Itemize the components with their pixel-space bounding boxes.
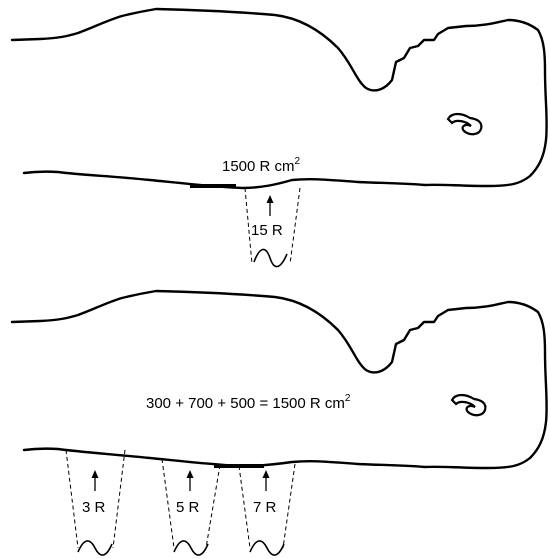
irradiation-field: 15 R [245,188,300,267]
detector-wave-icon [174,541,208,555]
beam-edge-right [113,450,125,548]
arrowhead-icon [267,195,274,203]
arrowhead-icon [92,470,99,478]
beam-edge-right [206,465,220,548]
dose-area-product-label: 300 + 700 + 500 = 1500 R cm2 [146,393,351,412]
bottom-panel: 300 + 700 + 500 = 1500 R cm2 3 R 5 R 7 R [12,291,547,555]
beam-edge-right [290,188,300,264]
detector-wave-icon [250,541,284,555]
arrowhead-icon [187,470,194,478]
dose-area-product-label: 1500 R cm2 [222,156,301,175]
beam-edge-left [66,450,78,548]
ear-outline [452,395,485,415]
irradiation-field: 5 R [162,459,220,555]
irradiation-field: 3 R [66,450,125,555]
beam-edge-left [239,466,250,548]
beam-edge-right [283,464,295,548]
detector-wave-icon [254,249,287,266]
field-dose-label: 15 R [251,222,283,239]
detector-wave-icon [78,541,112,555]
arrowhead-icon [263,470,270,478]
field-dose-label: 3 R [82,499,106,516]
patient-body-outline [12,291,547,468]
top-panel: 1500 R cm2 15 R [12,9,547,267]
beam-edge-left [162,459,174,548]
irradiation-field: 7 R [239,464,295,555]
field-dose-label: 7 R [253,499,277,516]
ear-outline [448,114,481,134]
field-dose-label: 5 R [176,499,200,516]
